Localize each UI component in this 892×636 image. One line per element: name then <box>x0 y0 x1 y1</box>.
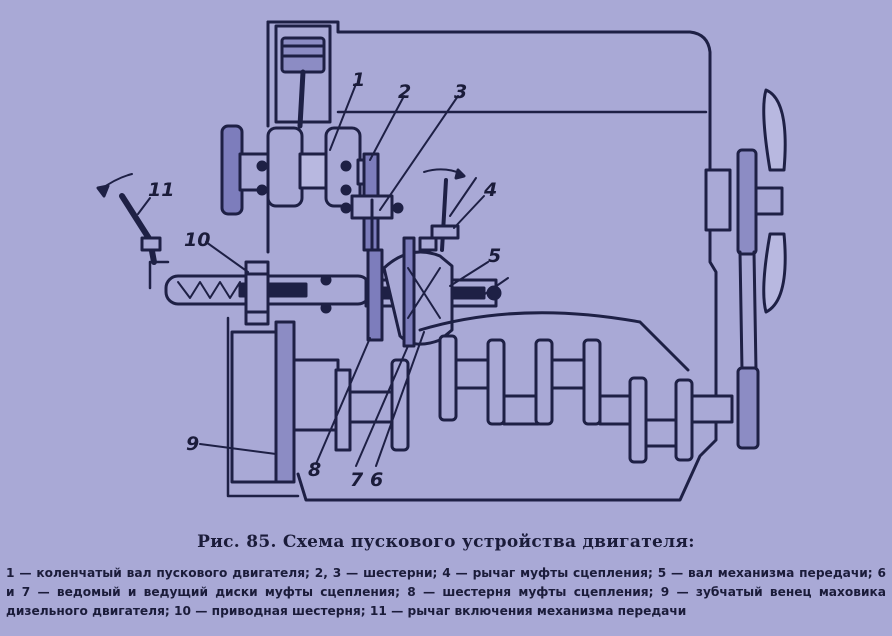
callout-6: 6 <box>370 469 383 491</box>
callout-2: 2 <box>398 81 411 103</box>
callout-5: 5 <box>488 245 501 267</box>
clutch-assembly <box>366 236 454 348</box>
legend-item: 9 — зубчатый венец маховика дизельного д… <box>6 585 886 618</box>
legend-item: 11 — рычаг включения механизма передачи <box>369 604 687 618</box>
legend-item: 8 — шестерня муфты сцепления; <box>407 585 654 599</box>
callout-7: 7 <box>350 469 364 491</box>
starting-engine-cylinder <box>274 24 332 129</box>
legend-item: 10 — приводная шестерня; <box>174 604 366 618</box>
legend-item: 2, 3 — шестерни; <box>314 566 438 580</box>
leader-lines <box>137 83 489 467</box>
gear-3 <box>340 194 404 252</box>
caption-legend: 1 — коленчатый вал пускового двигателя; … <box>6 564 886 621</box>
callout-3: 3 <box>454 81 467 103</box>
engagement-lever-11 <box>96 173 162 265</box>
caption-title: Рис. 85. Схема пускового устройства двиг… <box>197 532 695 552</box>
legend-item: 5 — вал механизма передачи; <box>657 566 873 580</box>
callout-10: 10 <box>184 229 210 251</box>
drive-gear-10 <box>244 260 332 326</box>
callout-4: 4 <box>483 179 497 201</box>
starting-device-diagram: 1 2 3 4 5 6 7 8 9 10 11 <box>96 20 787 502</box>
clutch-lever-4 <box>423 168 477 252</box>
starting-engine-crankshaft <box>220 124 376 216</box>
legend-item: 1 — коленчатый вал пускового двигателя; <box>6 566 310 580</box>
callout-8: 8 <box>308 459 321 481</box>
diesel-crankshaft <box>334 311 734 464</box>
legend-item: 4 — рычаг муфты сцепления; <box>442 566 653 580</box>
callout-1: 1 <box>352 69 365 91</box>
figure-caption: Рис. 85. Схема пускового устройства двиг… <box>0 532 892 555</box>
legend-item: 6 и 7 — ведомый и ведущий диски муфты сц… <box>6 566 886 599</box>
callout-9: 9 <box>186 433 199 455</box>
callout-11: 11 <box>148 179 174 201</box>
flywheel-ring-gear-9 <box>230 320 340 484</box>
fan-and-belt <box>704 88 787 450</box>
